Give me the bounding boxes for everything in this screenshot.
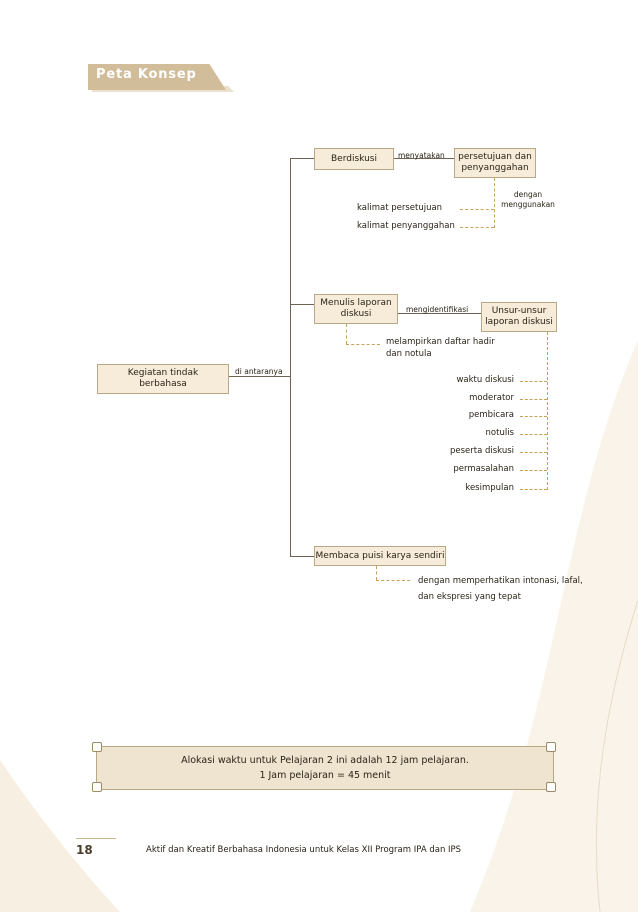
corner-ornament bbox=[92, 742, 102, 752]
link-label-mengidentifikasi: mengidentifikasi bbox=[406, 305, 469, 314]
link-label-menyatakan: menyatakan bbox=[398, 151, 445, 160]
dash-v-unsur bbox=[547, 332, 548, 490]
note-line-2: 1 Jam pelajaran = 45 menit bbox=[259, 770, 391, 781]
node-menulis-laporan: Menulis laporan diskusi bbox=[314, 294, 398, 324]
link-line-menyatakan bbox=[394, 158, 454, 159]
book-title: Aktif dan Kreatif Berbahasa Indonesia un… bbox=[146, 845, 462, 855]
node-unsur-unsur-label: Unsur-unsur laporan diskusi bbox=[485, 306, 553, 327]
dash-v-puisi bbox=[376, 566, 377, 580]
unsur-item: permasalahan bbox=[453, 464, 514, 474]
header-tab bbox=[88, 64, 226, 90]
unsur-item: pembicara bbox=[468, 410, 514, 420]
note-line-1: Alokasi waktu untuk Pelajaran 2 ini adal… bbox=[181, 755, 469, 766]
dash-h-unsur-0 bbox=[520, 381, 547, 382]
node-membaca-puisi: Membaca puisi karya sendiri bbox=[314, 546, 446, 566]
dash-h-lampiran bbox=[346, 344, 380, 345]
dash-v-lampiran bbox=[346, 324, 347, 344]
dash-h-penyanggahan bbox=[460, 227, 494, 228]
footer-rule bbox=[76, 838, 116, 839]
root-connector bbox=[229, 376, 290, 377]
branch-line-laporan bbox=[290, 304, 314, 305]
root-node: Kegiatan tindak berbahasa bbox=[97, 364, 229, 394]
dash-h-unsur-3 bbox=[520, 434, 547, 435]
dash-h-unsur-4 bbox=[520, 452, 547, 453]
dash-v-berdiskusi bbox=[494, 178, 495, 228]
corner-ornament bbox=[546, 742, 556, 752]
branch-line-berdiskusi bbox=[290, 158, 314, 159]
unsur-item: moderator bbox=[469, 393, 514, 403]
puisi-note: dengan memperhatikan intonasi, lafal, da… bbox=[418, 576, 583, 602]
dash-h-persetujuan bbox=[460, 209, 494, 210]
node-unsur-unsur: Unsur-unsur laporan diskusi bbox=[481, 302, 557, 332]
node-persetujuan-label: persetujuan dan penyanggahan bbox=[458, 152, 532, 173]
time-allocation-note: Alokasi waktu untuk Pelajaran 2 ini adal… bbox=[96, 746, 554, 790]
branch-line-puisi bbox=[290, 556, 314, 557]
root-link-label: di antaranya bbox=[235, 367, 283, 376]
link-label-dengan-menggunakan: dengan menggunakan bbox=[501, 190, 555, 209]
item-kalimat-penyanggahan: kalimat penyanggahan bbox=[357, 221, 455, 231]
node-menulis-laporan-label: Menulis laporan diskusi bbox=[320, 298, 392, 319]
node-berdiskusi: Berdiskusi bbox=[314, 148, 394, 170]
dash-h-unsur-2 bbox=[520, 416, 547, 417]
unsur-item: waktu diskusi bbox=[456, 375, 514, 385]
attach-note: melampirkan daftar hadir dan notula bbox=[386, 337, 495, 359]
dash-h-unsur-1 bbox=[520, 399, 547, 400]
page-number: 18 bbox=[76, 843, 93, 857]
unsur-item: peserta diskusi bbox=[449, 446, 514, 456]
dash-h-puisi bbox=[376, 580, 410, 581]
dash-h-unsur-5 bbox=[520, 470, 547, 471]
corner-ornament bbox=[92, 782, 102, 792]
unsur-item: notulis bbox=[485, 428, 514, 438]
link-line-mengidentifikasi bbox=[398, 313, 481, 314]
item-kalimat-persetujuan: kalimat persetujuan bbox=[357, 203, 443, 213]
root-node-label: Kegiatan tindak berbahasa bbox=[127, 368, 199, 389]
page-title: Peta Konsep bbox=[96, 67, 197, 82]
dash-h-unsur-6 bbox=[520, 489, 547, 490]
unsur-item: kesimpulan bbox=[465, 483, 514, 493]
node-berdiskusi-label: Berdiskusi bbox=[331, 153, 377, 164]
node-persetujuan: persetujuan dan penyanggahan bbox=[454, 148, 536, 178]
trunk-line bbox=[290, 158, 291, 557]
corner-ornament bbox=[546, 782, 556, 792]
node-membaca-puisi-label: Membaca puisi karya sendiri bbox=[315, 550, 445, 561]
